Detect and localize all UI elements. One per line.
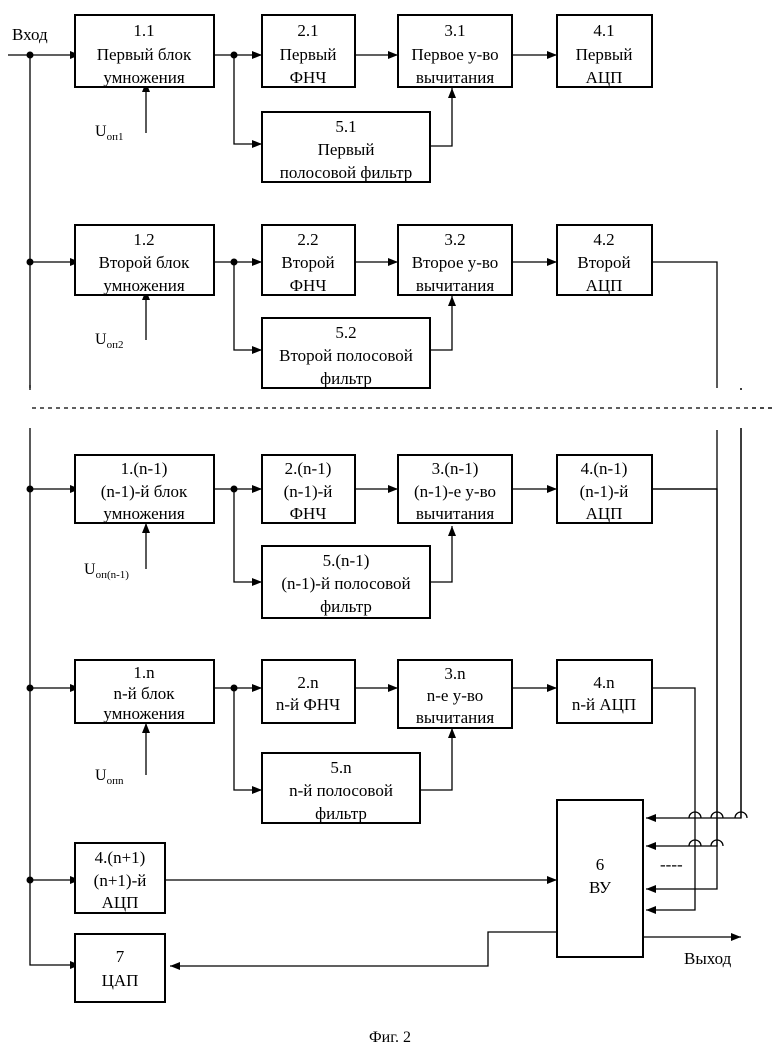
svg-text:n-й АЦП: n-й АЦП bbox=[572, 695, 636, 714]
svg-text:3.n: 3.n bbox=[444, 664, 466, 683]
crossing-hops bbox=[689, 812, 747, 846]
svg-text:Первый: Первый bbox=[318, 140, 375, 159]
svg-text:5.2: 5.2 bbox=[335, 323, 356, 342]
block-2-1: 2.1 Первый ФНЧ bbox=[262, 15, 355, 87]
block-6-vu: 6 ВУ bbox=[557, 800, 643, 957]
block-1-1: 1.1 Первый блок умножения bbox=[75, 15, 214, 87]
svg-text:Первый: Первый bbox=[576, 45, 633, 64]
block-4-n: 4.n n-й АЦП bbox=[557, 660, 652, 723]
svg-text:4.2: 4.2 bbox=[593, 230, 614, 249]
svg-text:4.1: 4.1 bbox=[593, 21, 614, 40]
svg-text:2.(n-1): 2.(n-1) bbox=[285, 459, 332, 478]
block-7-dac: 7 ЦАП bbox=[75, 934, 165, 1002]
svg-text:Второе у-во: Второе у-во bbox=[412, 253, 499, 272]
svg-text:1.2: 1.2 bbox=[133, 230, 154, 249]
block-2-2: 2.2 Второй ФНЧ bbox=[262, 225, 355, 295]
svg-text:2.1: 2.1 bbox=[297, 21, 318, 40]
svg-text:ФНЧ: ФНЧ bbox=[290, 68, 327, 87]
ref-voltage-n: Uопn bbox=[95, 767, 124, 787]
block-1-2: 1.2 Второй блок умножения bbox=[75, 225, 214, 295]
block-1-n-1: 1.(n-1) (n-1)-й блок умножения bbox=[75, 455, 214, 523]
block-3-1: 3.1 Первое у-во вычитания bbox=[398, 15, 512, 87]
block-2-n: 2.n n-й ФНЧ bbox=[262, 660, 355, 723]
svg-text:5.(n-1): 5.(n-1) bbox=[323, 551, 370, 570]
block-5-1: 5.1 Первый полосовой фильтр bbox=[262, 112, 430, 182]
svg-text:фильтр: фильтр bbox=[315, 804, 367, 823]
svg-text:3.2: 3.2 bbox=[444, 230, 465, 249]
svg-text:5.1: 5.1 bbox=[335, 117, 356, 136]
block-4-2: 4.2 Второй АЦП bbox=[557, 225, 652, 295]
svg-text:(n-1)-й: (n-1)-й bbox=[284, 482, 333, 501]
svg-text:вычитания: вычитания bbox=[416, 276, 494, 295]
block-4-n-1: 4.(n-1) (n-1)-й АЦП bbox=[557, 455, 652, 523]
svg-text:6: 6 bbox=[596, 855, 605, 874]
svg-text:АЦП: АЦП bbox=[586, 504, 623, 523]
svg-text:Второй: Второй bbox=[281, 253, 334, 272]
ref-voltage-1: Uоп1 bbox=[95, 123, 123, 143]
svg-text:(n-1)-й полосовой: (n-1)-й полосовой bbox=[281, 574, 410, 593]
figure-caption: Фиг. 2 bbox=[369, 1029, 411, 1046]
svg-text:Первое у-во: Первое у-во bbox=[411, 45, 498, 64]
output-label: Выход bbox=[684, 949, 732, 968]
block-4-n-plus-1: 4.(n+1) (n+1)-й АЦП bbox=[75, 843, 165, 913]
svg-text:умножения: умножения bbox=[103, 276, 184, 295]
svg-text:3.1: 3.1 bbox=[444, 21, 465, 40]
svg-text:ФНЧ: ФНЧ bbox=[290, 504, 327, 523]
svg-text:АЦП: АЦП bbox=[586, 68, 623, 87]
svg-text:ФНЧ: ФНЧ bbox=[290, 276, 327, 295]
svg-text:4.(n-1): 4.(n-1) bbox=[581, 459, 628, 478]
ref-voltage-n-1: Uоп(n-1) bbox=[84, 561, 129, 581]
svg-text:Второй блок: Второй блок bbox=[99, 253, 191, 272]
svg-text:(n-1)-е у-во: (n-1)-е у-во bbox=[414, 482, 496, 501]
svg-text:n-й полосовой: n-й полосовой bbox=[289, 781, 393, 800]
svg-text:АЦП: АЦП bbox=[586, 276, 623, 295]
block-5-n-1: 5.(n-1) (n-1)-й полосовой фильтр bbox=[262, 546, 430, 618]
svg-text:Второй: Второй bbox=[577, 253, 630, 272]
svg-text:2.n: 2.n bbox=[297, 673, 319, 692]
svg-text:ЦАП: ЦАП bbox=[102, 971, 139, 990]
svg-text:Первый: Первый bbox=[280, 45, 337, 64]
block-1-n: 1.n n-й блок умножения bbox=[75, 660, 214, 723]
svg-text:4.(n+1): 4.(n+1) bbox=[95, 848, 146, 867]
ref-voltage-2: Uоп2 bbox=[95, 331, 123, 351]
svg-text:ВУ: ВУ bbox=[589, 878, 612, 897]
block-2-n-1: 2.(n-1) (n-1)-й ФНЧ bbox=[262, 455, 355, 523]
svg-text:АЦП: АЦП bbox=[102, 893, 139, 912]
svg-text:вычитания: вычитания bbox=[416, 708, 494, 727]
svg-text:1.n: 1.n bbox=[133, 663, 155, 682]
svg-text:n-е у-во: n-е у-во bbox=[427, 686, 484, 705]
svg-text:n-й ФНЧ: n-й ФНЧ bbox=[276, 695, 340, 714]
svg-text:фильтр: фильтр bbox=[320, 597, 372, 616]
svg-text:вычитания: вычитания bbox=[416, 504, 494, 523]
svg-text:(n-1)-й: (n-1)-й bbox=[580, 482, 629, 501]
block-3-n: 3.n n-е у-во вычитания bbox=[398, 660, 512, 728]
ellipsis-label: ---- bbox=[660, 855, 683, 874]
block-3-2: 3.2 Второе у-во вычитания bbox=[398, 225, 512, 295]
svg-text:полосовой фильтр: полосовой фильтр bbox=[280, 163, 412, 182]
svg-text:фильтр: фильтр bbox=[320, 369, 372, 388]
svg-text:1.1: 1.1 bbox=[133, 21, 154, 40]
svg-text:Второй полосовой: Второй полосовой bbox=[279, 346, 413, 365]
block-3-n-1: 3.(n-1) (n-1)-е у-во вычитания bbox=[398, 455, 512, 523]
bus-gap-mask bbox=[20, 390, 750, 428]
svg-text:2.2: 2.2 bbox=[297, 230, 318, 249]
svg-text:5.n: 5.n bbox=[330, 758, 352, 777]
svg-text:вычитания: вычитания bbox=[416, 68, 494, 87]
svg-text:Первый блок: Первый блок bbox=[97, 45, 192, 64]
block-5-n: 5.n n-й полосовой фильтр bbox=[262, 753, 420, 823]
block-5-2: 5.2 Второй полосовой фильтр bbox=[262, 318, 430, 388]
svg-text:умножения: умножения bbox=[103, 504, 184, 523]
svg-text:умножения: умножения bbox=[103, 704, 184, 723]
block-4-1: 4.1 Первый АЦП bbox=[557, 15, 652, 87]
input-label: Вход bbox=[12, 25, 48, 44]
svg-text:4.n: 4.n bbox=[593, 673, 615, 692]
svg-text:умножения: умножения bbox=[103, 68, 184, 87]
svg-text:(n+1)-й: (n+1)-й bbox=[94, 871, 147, 890]
svg-text:1.(n-1): 1.(n-1) bbox=[121, 459, 168, 478]
svg-text:3.(n-1): 3.(n-1) bbox=[432, 459, 479, 478]
svg-text:7: 7 bbox=[116, 947, 125, 966]
svg-text:n-й блок: n-й блок bbox=[114, 684, 176, 703]
svg-text:(n-1)-й блок: (n-1)-й блок bbox=[101, 482, 188, 501]
